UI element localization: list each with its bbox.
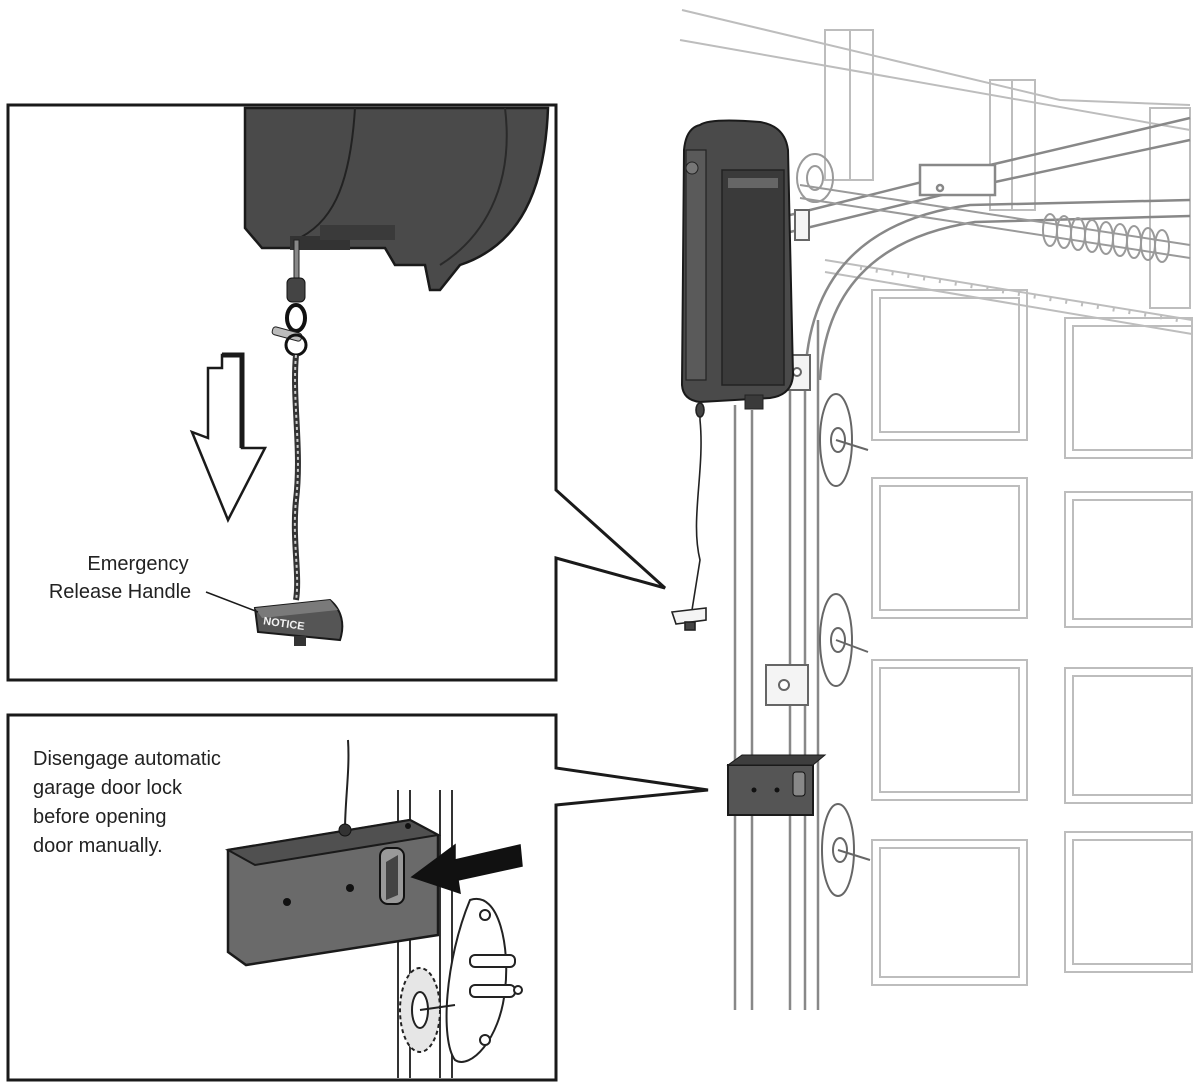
opener-unit	[680, 119, 795, 410]
release-handle[interactable]: NOTICE	[253, 598, 344, 646]
release-label-line-2: Release Handle	[49, 581, 191, 603]
release-label-line-1: Emergency	[87, 553, 188, 575]
garage-door	[824, 259, 1193, 986]
torsion-spring	[796, 153, 1191, 263]
lock-label-line-4: door manually.	[33, 835, 163, 857]
release-cord	[271, 239, 308, 601]
door-lock-small	[726, 754, 827, 816]
door-rollers	[765, 209, 871, 897]
callout-release: NOTICE Emergency Release Handle	[6, 103, 667, 682]
opener-release-cord	[670, 402, 707, 631]
door-lock[interactable]	[225, 818, 442, 967]
lock-label-line-1: Disengage automatic	[33, 748, 221, 770]
lock-wire	[344, 739, 350, 831]
roller-closeup	[399, 897, 523, 1063]
lock-label-line-2: garage door lock	[33, 777, 183, 799]
door-track	[733, 116, 1191, 1010]
garage-background	[679, 9, 1191, 309]
lock-label-line-3: before opening	[33, 806, 166, 828]
opener-housing-closeup	[243, 106, 550, 292]
release-leader-line	[205, 591, 259, 613]
release-handle-text: NOTICE	[262, 615, 305, 633]
callout-lock: Disengage automatic garage door lock bef…	[6, 713, 709, 1082]
push-arrow-icon	[410, 843, 523, 895]
